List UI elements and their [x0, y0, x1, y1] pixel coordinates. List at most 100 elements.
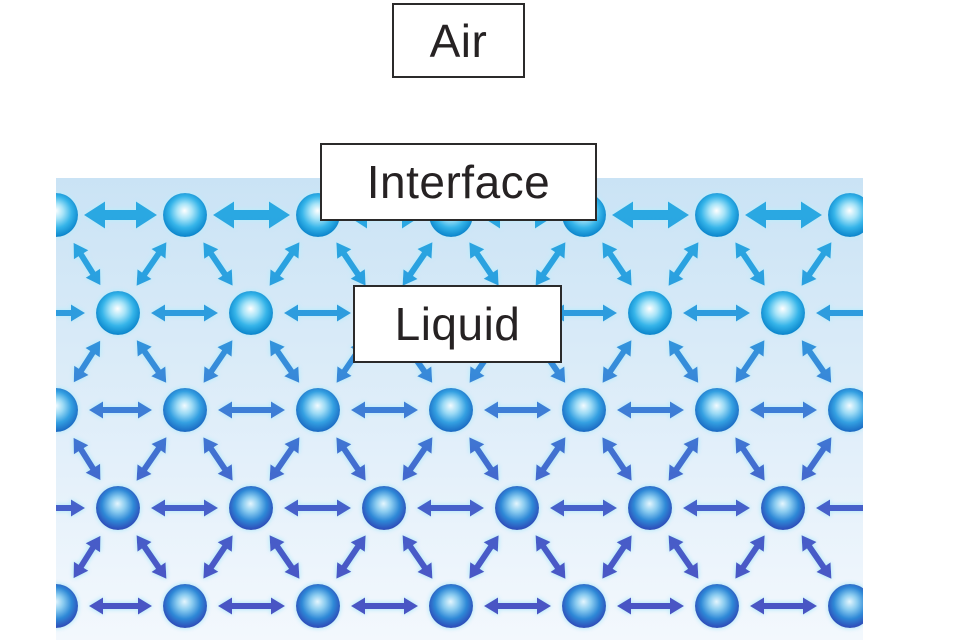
attraction-arrow [868, 242, 897, 285]
attraction-arrow [735, 242, 765, 286]
attraction-arrow [56, 499, 85, 517]
attraction-arrow [683, 499, 750, 517]
attraction-arrow [668, 242, 699, 286]
attraction-arrow [735, 340, 765, 383]
liquid-label-box: Liquid [353, 285, 562, 363]
molecule [628, 291, 672, 335]
attraction-arrow [602, 340, 632, 383]
attraction-arrow [668, 340, 699, 383]
attraction-arrow [136, 242, 167, 286]
attraction-arrow [269, 242, 300, 286]
attraction-arrow [801, 340, 832, 383]
attraction-arrow [801, 437, 832, 481]
attraction-arrow [602, 437, 632, 481]
attraction-arrow [284, 499, 351, 517]
attraction-arrow [4, 437, 36, 482]
molecule [56, 388, 78, 432]
attraction-arrow [484, 597, 551, 615]
molecule [828, 584, 863, 628]
attraction-arrow [801, 242, 832, 286]
attraction-arrow [868, 437, 897, 480]
molecule [296, 388, 340, 432]
attraction-arrow [612, 201, 689, 229]
attraction-arrow [602, 242, 632, 286]
molecule [163, 193, 207, 237]
attraction-arrow [218, 401, 285, 419]
attraction-arrow [816, 499, 863, 517]
attraction-arrow [668, 437, 699, 481]
molecule [296, 584, 340, 628]
attraction-arrow [203, 242, 233, 286]
attraction-arrow [73, 535, 101, 579]
attraction-arrow [668, 535, 699, 579]
attraction-arrow [203, 437, 233, 481]
attraction-arrow [4, 535, 36, 580]
attraction-arrow [402, 535, 433, 579]
attraction-arrow [136, 437, 167, 481]
molecule [429, 584, 473, 628]
air-label-box: Air [392, 3, 525, 78]
attraction-arrow [417, 499, 484, 517]
molecule [828, 193, 863, 237]
attraction-arrow [617, 597, 684, 615]
attraction-arrow [151, 304, 218, 322]
attraction-arrow [89, 597, 152, 615]
attraction-arrow [484, 401, 551, 419]
attraction-arrow [868, 535, 897, 578]
attraction-arrow [535, 535, 566, 579]
attraction-arrow [73, 242, 101, 286]
attraction-arrow [269, 340, 300, 383]
molecule [628, 486, 672, 530]
attraction-arrow [213, 201, 290, 229]
molecule [495, 486, 539, 530]
attraction-arrow [218, 597, 285, 615]
attraction-arrow [336, 242, 366, 286]
attraction-arrow [801, 535, 832, 579]
attraction-arrow [535, 242, 566, 286]
molecule [229, 291, 273, 335]
attraction-arrow [351, 597, 418, 615]
molecule [56, 584, 78, 628]
attraction-arrow [869, 340, 898, 382]
attraction-arrow [269, 437, 300, 481]
molecule [163, 388, 207, 432]
attraction-arrow [136, 340, 167, 383]
attraction-arrow [336, 535, 366, 579]
molecule [828, 388, 863, 432]
molecule [562, 584, 606, 628]
attraction-arrow [469, 535, 499, 579]
attraction-arrow [89, 401, 152, 419]
attraction-arrow [683, 304, 750, 322]
attraction-arrow [745, 201, 822, 229]
attraction-arrow [73, 437, 101, 481]
attraction-arrow [550, 499, 617, 517]
attraction-arrow [602, 535, 632, 579]
molecule [695, 193, 739, 237]
attraction-arrow [617, 401, 684, 419]
attraction-arrow [469, 242, 499, 286]
interface-label-box: Interface [320, 143, 597, 221]
attraction-arrow [402, 242, 433, 286]
attraction-arrow [284, 304, 351, 322]
attraction-arrow [5, 340, 37, 384]
attraction-arrow [750, 401, 817, 419]
molecule [695, 584, 739, 628]
liquid-label: Liquid [394, 298, 521, 350]
molecule [229, 486, 273, 530]
attraction-arrow [402, 437, 433, 481]
attraction-arrow [735, 437, 765, 481]
attraction-arrow [535, 437, 566, 481]
attraction-arrow [269, 535, 300, 579]
attraction-arrow [750, 597, 817, 615]
attraction-arrow [56, 304, 85, 322]
attraction-arrow [203, 535, 233, 579]
attraction-arrow [73, 340, 101, 383]
attraction-arrow [4, 242, 36, 287]
attraction-arrow [136, 535, 167, 579]
attraction-arrow [816, 304, 863, 322]
air-label: Air [429, 14, 488, 67]
molecule [163, 584, 207, 628]
attraction-arrow [735, 535, 765, 579]
attraction-arrow [151, 499, 218, 517]
